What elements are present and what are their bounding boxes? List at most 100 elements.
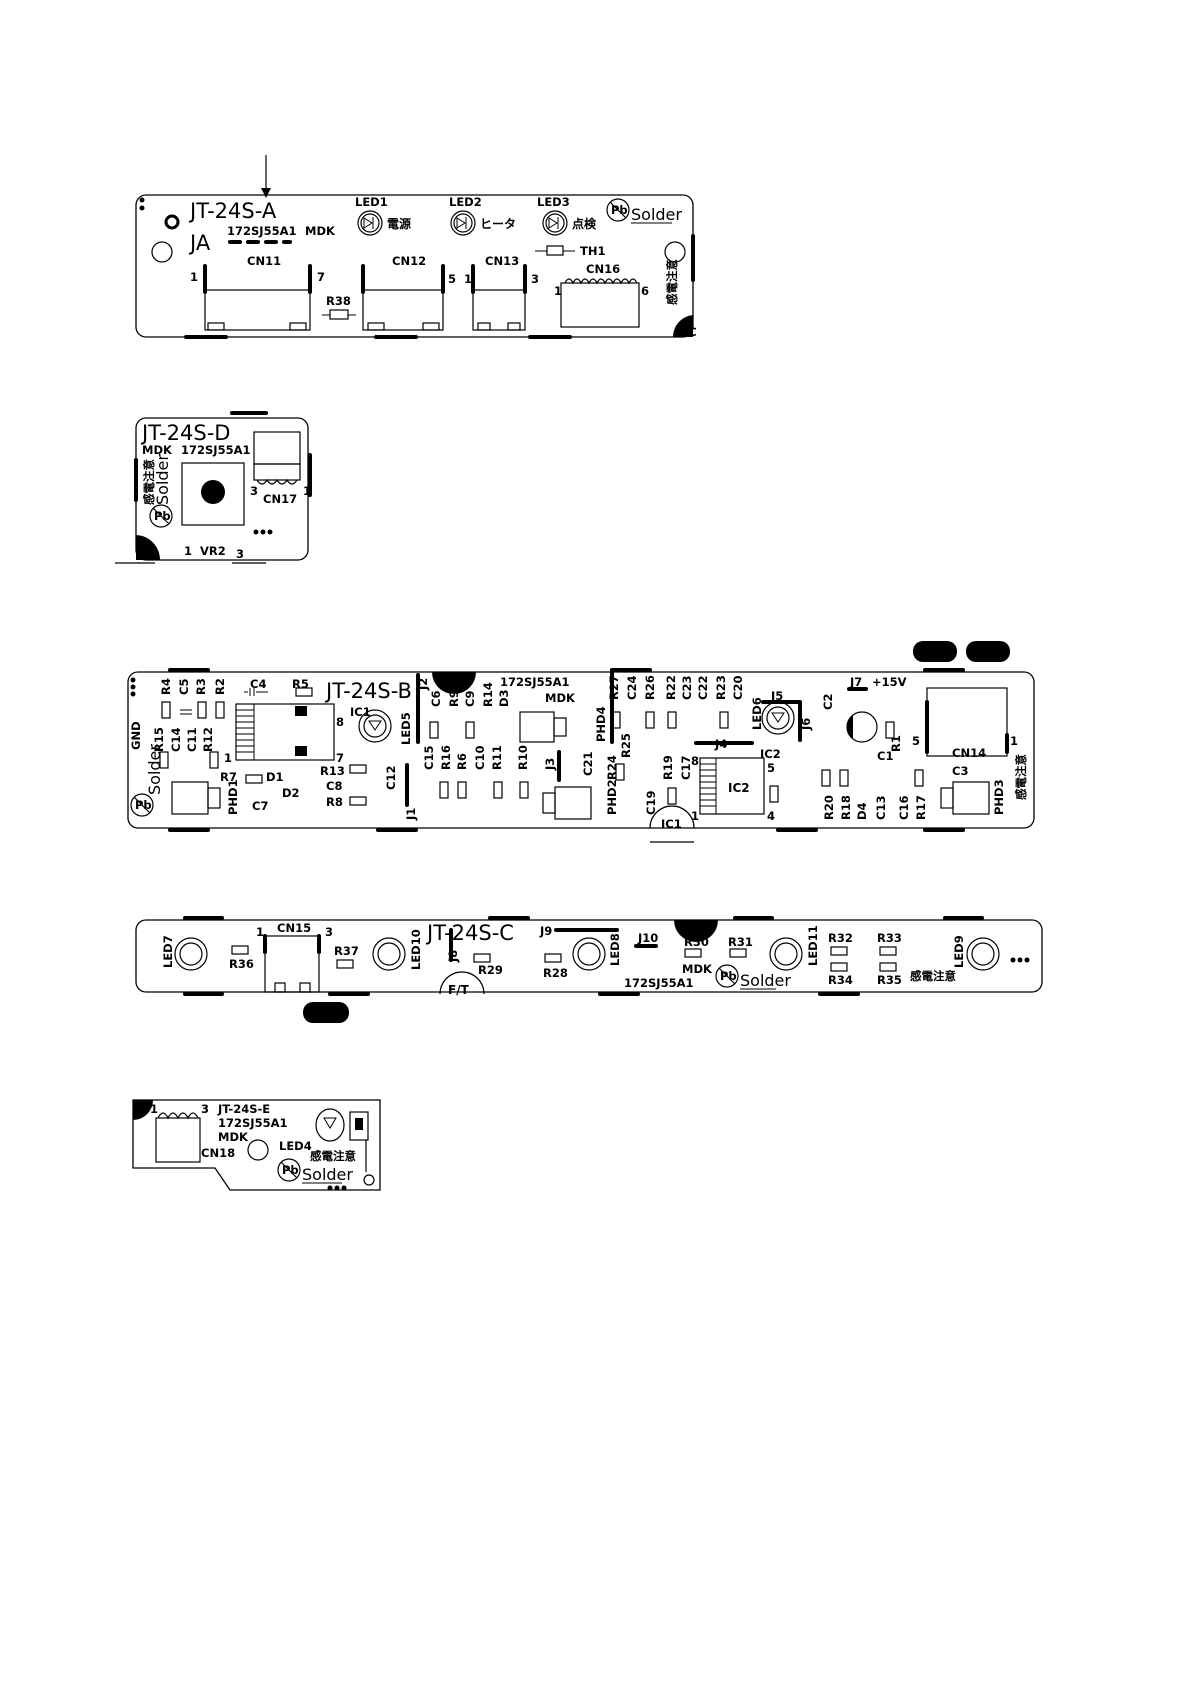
svg-text:J1: J1: [404, 808, 418, 821]
led-indicator-3: LED3 点検: [537, 195, 597, 236]
svg-text:LED2: LED2: [449, 195, 482, 209]
edge-marks: [184, 234, 695, 339]
svg-text:ヒータ: ヒータ: [480, 217, 516, 231]
svg-text:LED11: LED11: [806, 925, 820, 966]
connector-cn18: 1 3 CN18: [150, 1102, 235, 1163]
svg-text:R24: R24: [605, 755, 619, 780]
board-c-maker: MDK: [682, 962, 713, 976]
board-e: JT-24S-E 172SJ55A1 MDK 1 3 CN18 LED4 感電注…: [132, 1099, 381, 1191]
connector-cn14: 5 1: [912, 687, 1018, 757]
plus15v-label: +15V: [872, 675, 907, 689]
gnd-label: GND: [129, 721, 143, 750]
svg-text:Pb: Pb: [282, 1163, 299, 1177]
svg-text:Solder: Solder: [631, 205, 682, 224]
svg-text:1: 1: [150, 1102, 158, 1116]
top-notch: [432, 672, 476, 694]
board-a-title: JT-24S-A: [188, 199, 277, 223]
svg-text:3: 3: [201, 1102, 209, 1116]
svg-text:Pb: Pb: [720, 969, 737, 983]
svg-text:PHD2: PHD2: [605, 779, 619, 815]
svg-text:Pb: Pb: [154, 509, 171, 523]
svg-text:1: 1: [554, 284, 562, 298]
svg-text:※4: ※4: [921, 646, 941, 660]
svg-text:D1: D1: [266, 770, 284, 784]
svg-text:R12: R12: [201, 727, 215, 752]
svg-text:※5: ※5: [974, 646, 994, 660]
svg-text:C7: C7: [252, 799, 268, 813]
svg-text:7: 7: [336, 751, 344, 765]
svg-text:C24: C24: [625, 676, 639, 700]
svg-text:LED4: LED4: [279, 1139, 312, 1153]
warning-label: 感電注意: [142, 459, 156, 505]
component-labels: LED7 R36 R37 LED10 J8 R29 J9 R28 LED8 J1…: [161, 924, 966, 987]
svg-text:C11: C11: [185, 728, 199, 752]
svg-text:D4: D4: [855, 802, 869, 820]
mount-hole: [664, 241, 686, 263]
svg-text:3: 3: [325, 925, 333, 939]
svg-text:8: 8: [691, 754, 699, 768]
svg-text:Solder: Solder: [145, 744, 164, 795]
svg-text:R35: R35: [877, 973, 902, 987]
svg-text:LED10: LED10: [409, 929, 423, 970]
warning-label: 感電注意: [1014, 754, 1028, 800]
svg-text:電源: 電源: [387, 216, 411, 231]
svg-text:R11: R11: [490, 745, 504, 770]
svg-text:C3: C3: [952, 764, 968, 778]
board-b-outline: [127, 671, 1035, 829]
svg-text:R4: R4: [159, 678, 173, 695]
svg-text:CN18: CN18: [201, 1146, 235, 1160]
svg-text:※6: ※6: [312, 1007, 332, 1021]
svg-text:CN11: CN11: [247, 254, 281, 268]
component-labels: R4 C5 R3 R2 C4 R5 R15 C14 C11 R12 R7 D1 …: [152, 675, 1006, 821]
board-c-part-number: 172SJ55A1: [624, 976, 693, 990]
svg-text:CN13: CN13: [485, 254, 519, 268]
svg-text:CN17: CN17: [263, 492, 297, 506]
top-notch: [674, 920, 718, 942]
mount-hole: [247, 1139, 269, 1161]
board-b-part-number: 172SJ55A1: [500, 675, 569, 689]
connector-cn11: CN11 1 7: [190, 254, 325, 331]
svg-text:4: 4: [767, 809, 775, 823]
svg-text:R18: R18: [839, 795, 853, 820]
photodiode-phd1: [171, 781, 221, 815]
warning-label: 感電注意: [310, 1149, 356, 1163]
svg-text:R9: R9: [447, 690, 461, 707]
board-c-title: JT-24S-C: [425, 921, 514, 945]
svg-text:C9: C9: [463, 691, 477, 707]
svg-text:C22: C22: [696, 676, 710, 700]
svg-text:Pb: Pb: [135, 798, 152, 812]
svg-text:IC2: IC2: [760, 747, 781, 761]
led-footprints: [174, 937, 1000, 971]
svg-text:CN14: CN14: [952, 746, 986, 760]
svg-text:J5: J5: [770, 689, 783, 703]
svg-text:D3: D3: [497, 689, 511, 707]
svg-text:PHD3: PHD3: [992, 779, 1006, 815]
svg-text:R5: R5: [292, 677, 309, 691]
board-d-part-number: 172SJ55A1: [181, 443, 250, 457]
resistor-footprints: [231, 945, 897, 972]
svg-text:R22: R22: [664, 675, 678, 700]
led5: [358, 709, 392, 743]
led-indicator-2: LED2 ヒータ: [449, 195, 516, 236]
jumpers: [405, 668, 868, 807]
svg-text:J6: J6: [799, 718, 813, 731]
svg-text:R8: R8: [326, 795, 343, 809]
svg-text:J10: J10: [637, 931, 658, 945]
svg-text:5: 5: [448, 272, 456, 286]
svg-text:3: 3: [250, 484, 258, 498]
svg-text:3: 3: [531, 272, 539, 286]
corner-notch: [133, 1100, 153, 1120]
svg-text:R10: R10: [516, 745, 530, 770]
svg-text:R31: R31: [728, 935, 753, 949]
led6: [761, 701, 795, 735]
connector-cn16: CN16 1 6: [554, 262, 649, 328]
svg-text:R38: R38: [326, 294, 351, 308]
svg-text:C1: C1: [877, 749, 893, 763]
photodiode-phd4: [519, 711, 567, 743]
pb-free-solder-badge: Solder Pb: [130, 744, 164, 817]
svg-text:C12: C12: [384, 766, 398, 790]
mount-hole: [164, 214, 180, 230]
svg-text:R16: R16: [439, 745, 453, 770]
note-mark-4: ※4: [913, 641, 957, 662]
svg-text:VR2: VR2: [200, 544, 226, 558]
